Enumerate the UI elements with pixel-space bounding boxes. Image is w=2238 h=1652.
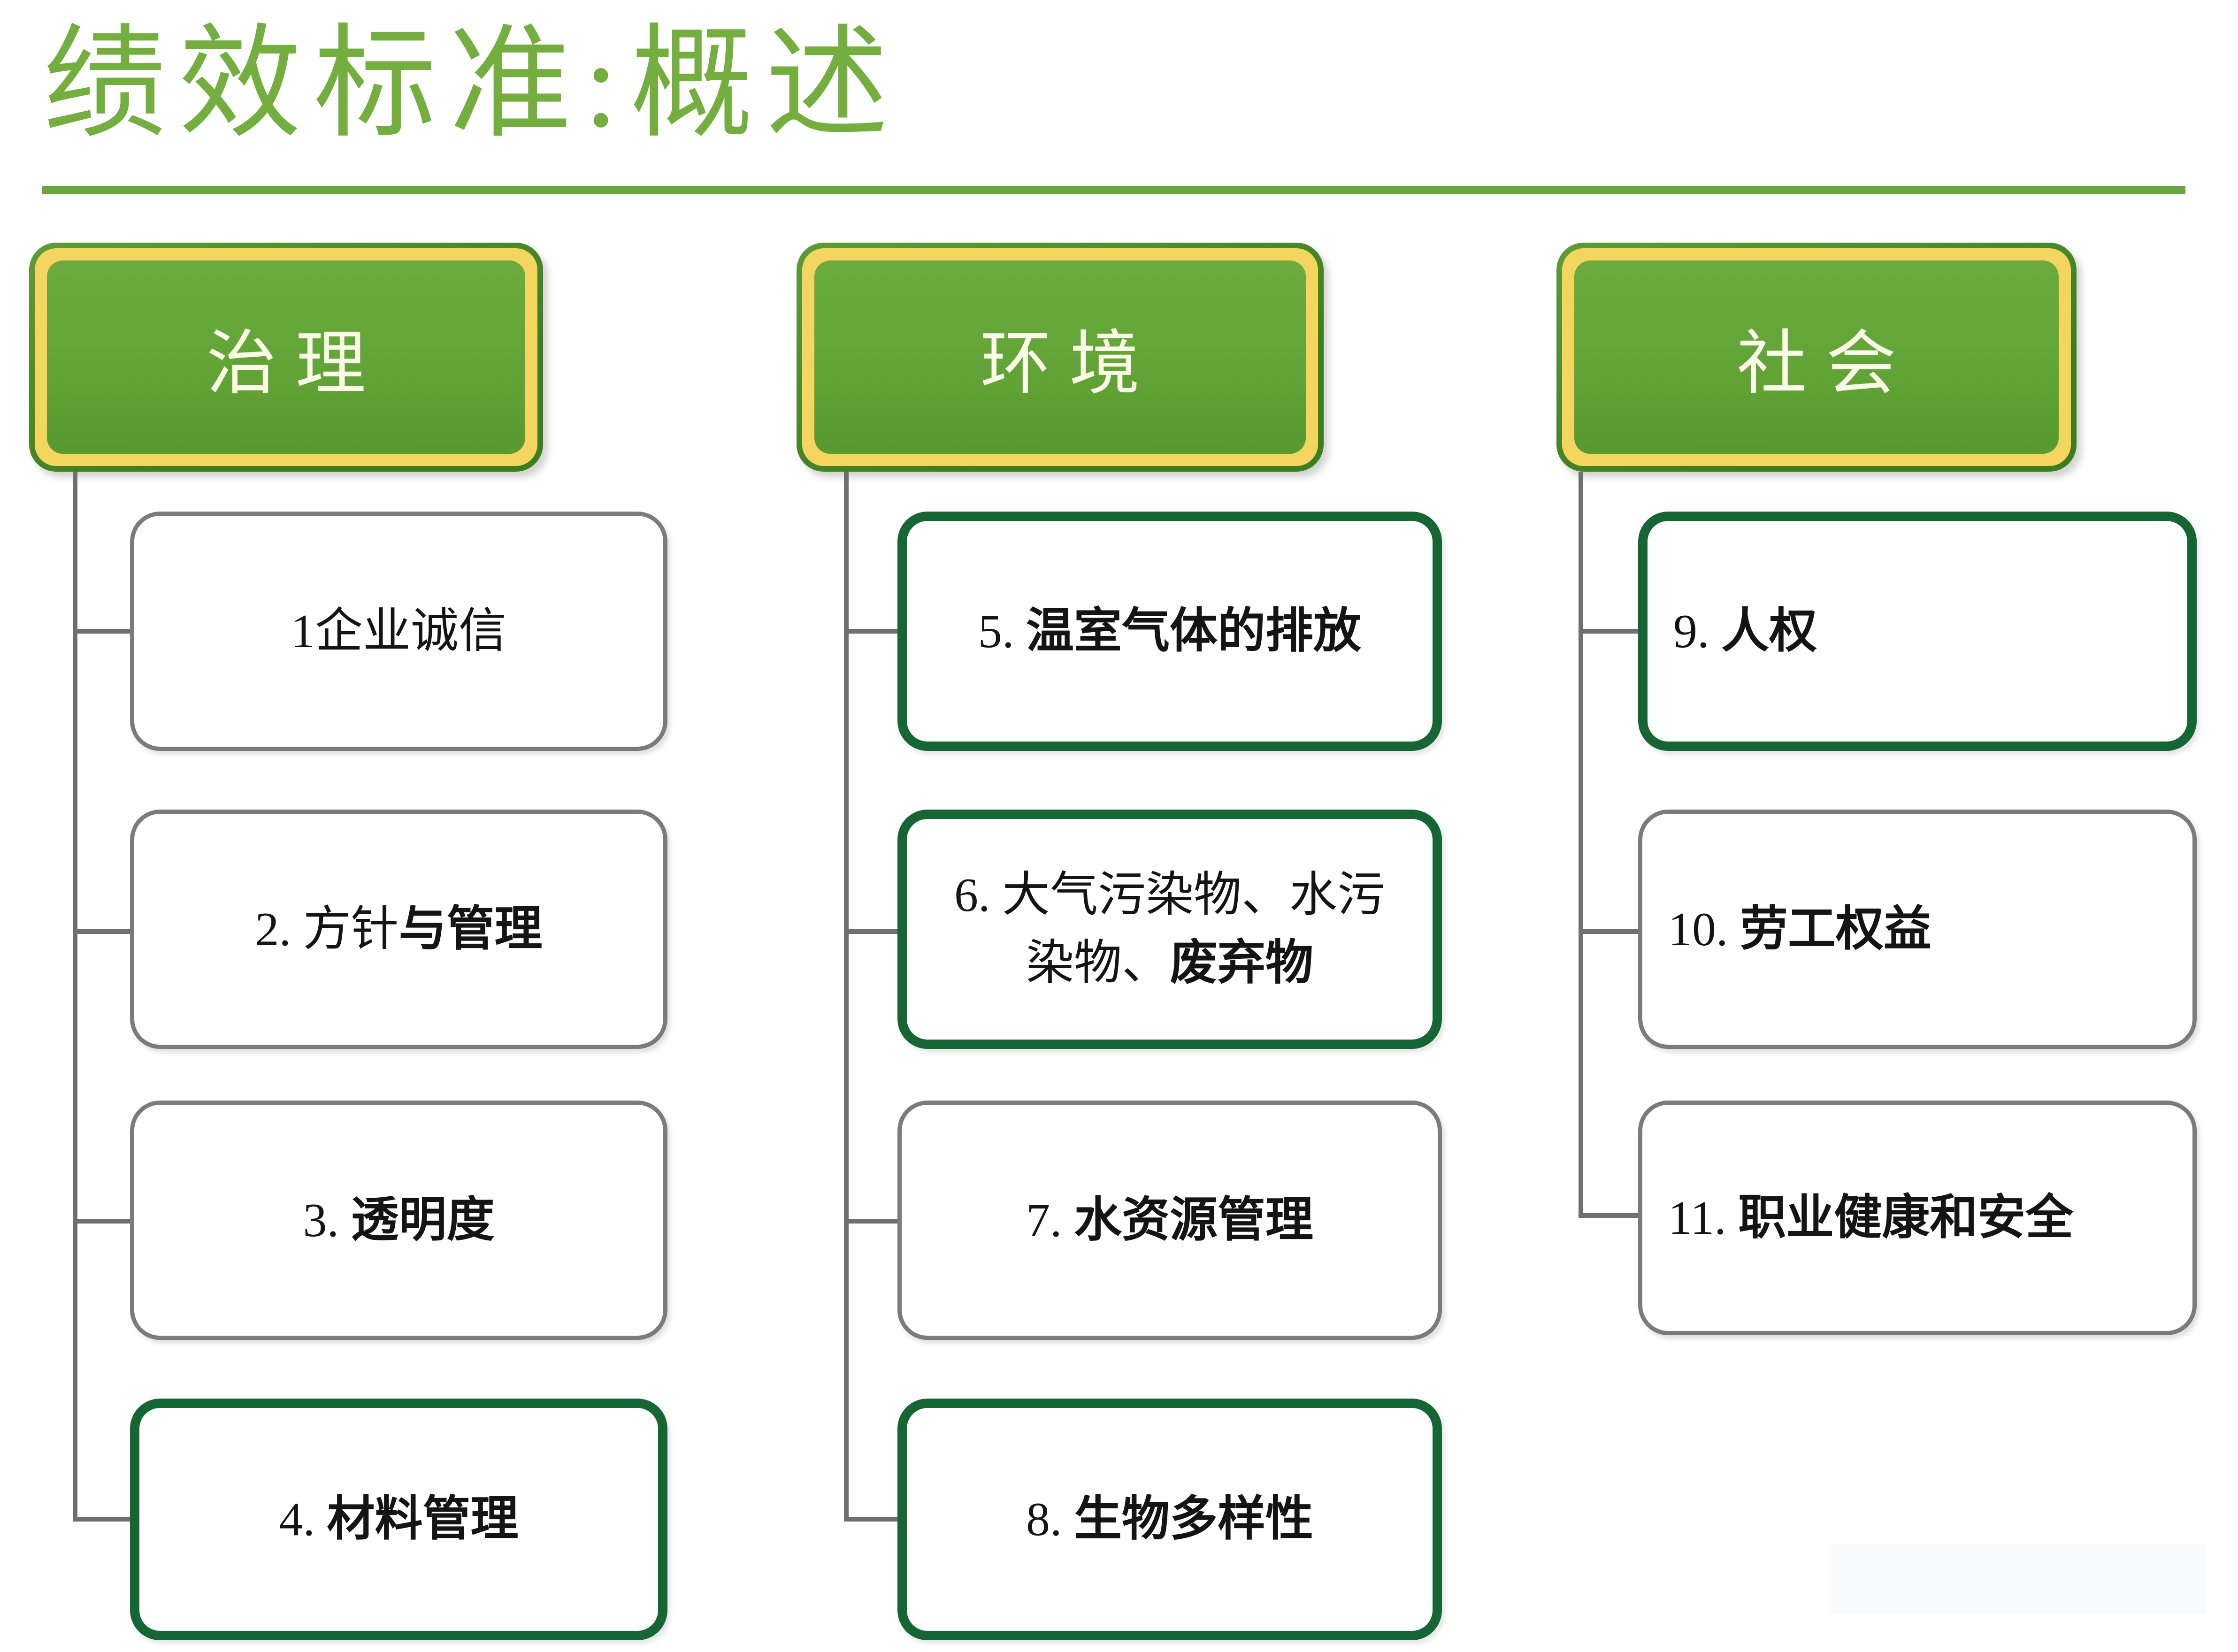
connector-society-vertical bbox=[1579, 472, 1583, 1218]
title-underline-rule bbox=[42, 186, 2185, 194]
connector-society-stub-2 bbox=[1579, 929, 1638, 934]
node-5-bold-text: 温室气体的排放 bbox=[1026, 604, 1361, 658]
node-2-bold-text: 与管理 bbox=[399, 902, 543, 956]
node-box-1-corporate-integrity: 1企业诚信 bbox=[130, 512, 667, 751]
connector-governance-stub-3 bbox=[73, 1219, 130, 1224]
node-11-text: 11. bbox=[1668, 1191, 1739, 1245]
connector-governance-vertical bbox=[73, 472, 77, 1521]
node-9-bold-text: 人权 bbox=[1721, 604, 1817, 658]
node-7-bold-text: 水资源管理 bbox=[1074, 1193, 1313, 1247]
header-environment-label: 环境 bbox=[814, 260, 1306, 454]
watermark-rect bbox=[1831, 1544, 2206, 1614]
node-4-text: 4. bbox=[279, 1493, 327, 1546]
node-box-2-policy-management: 2. 方针与管理 bbox=[130, 810, 667, 1049]
header-governance: 治理 bbox=[29, 243, 543, 472]
node-8-bold-text: 生物多样性 bbox=[1074, 1492, 1313, 1546]
node-box-3-transparency: 3. 透明度 bbox=[130, 1101, 667, 1340]
node-6-text: 6. 大气污染物、水污染物、 bbox=[954, 869, 1385, 990]
node-6-bold-text: 废弃物 bbox=[1170, 936, 1313, 989]
connector-governance-stub-1 bbox=[73, 629, 130, 634]
header-society: 社会 bbox=[1556, 243, 2077, 472]
node-box-10-labor-rights: 10. 劳工权益 bbox=[1638, 810, 2197, 1049]
node-3-bold-text: 透明度 bbox=[351, 1193, 495, 1247]
connector-governance-stub-4 bbox=[73, 1517, 130, 1522]
node-box-5-ghg-emissions: 5. 温室气体的排放 bbox=[897, 512, 1442, 751]
connector-environment-stub-3 bbox=[844, 1219, 897, 1224]
connector-society-stub-1 bbox=[1579, 629, 1638, 634]
node-box-6-pollutants-waste: 6. 大气污染物、水污染物、废弃物 bbox=[897, 810, 1442, 1049]
node-4-bold-text: 材料管理 bbox=[327, 1492, 519, 1546]
node-10-bold-text: 劳工权益 bbox=[1740, 902, 1931, 956]
node-1-text: 1企业诚信 bbox=[291, 604, 506, 658]
node-5-text: 5. bbox=[978, 604, 1026, 658]
node-3-text: 3. bbox=[303, 1193, 351, 1247]
node-9-text: 9. bbox=[1673, 604, 1721, 658]
header-society-ring: 社会 bbox=[1562, 248, 2071, 466]
node-box-7-water-management: 7. 水资源管理 bbox=[897, 1101, 1442, 1340]
header-governance-ring: 治理 bbox=[35, 248, 537, 466]
node-box-4-materials-management: 4. 材料管理 bbox=[130, 1399, 667, 1640]
connector-governance-stub-2 bbox=[73, 929, 130, 934]
node-11-bold-text: 职业健康和安全 bbox=[1738, 1190, 2074, 1244]
connector-environment-stub-2 bbox=[844, 929, 897, 934]
header-governance-label: 治理 bbox=[47, 260, 525, 454]
connector-environment-stub-4 bbox=[844, 1517, 897, 1522]
node-2-text: 2. 方针 bbox=[255, 902, 399, 956]
page-title: 绩效标准:概述 bbox=[43, 16, 901, 153]
node-box-8-biodiversity: 8. 生物多样性 bbox=[897, 1399, 1442, 1640]
node-7-text: 7. bbox=[1026, 1193, 1074, 1247]
node-8-text: 8. bbox=[1026, 1493, 1074, 1546]
connector-environment-vertical bbox=[844, 472, 849, 1521]
connector-environment-stub-1 bbox=[844, 629, 897, 634]
connector-society-stub-3 bbox=[1579, 1213, 1638, 1218]
node-box-9-human-rights: 9. 人权 bbox=[1638, 512, 2197, 751]
header-environment: 环境 bbox=[797, 243, 1324, 472]
header-environment-ring: 环境 bbox=[802, 248, 1318, 466]
header-society-label: 社会 bbox=[1574, 260, 2059, 454]
node-box-11-occupational-health-safety: 11. 职业健康和安全 bbox=[1638, 1101, 2197, 1335]
node-10-text: 10. bbox=[1668, 902, 1740, 956]
